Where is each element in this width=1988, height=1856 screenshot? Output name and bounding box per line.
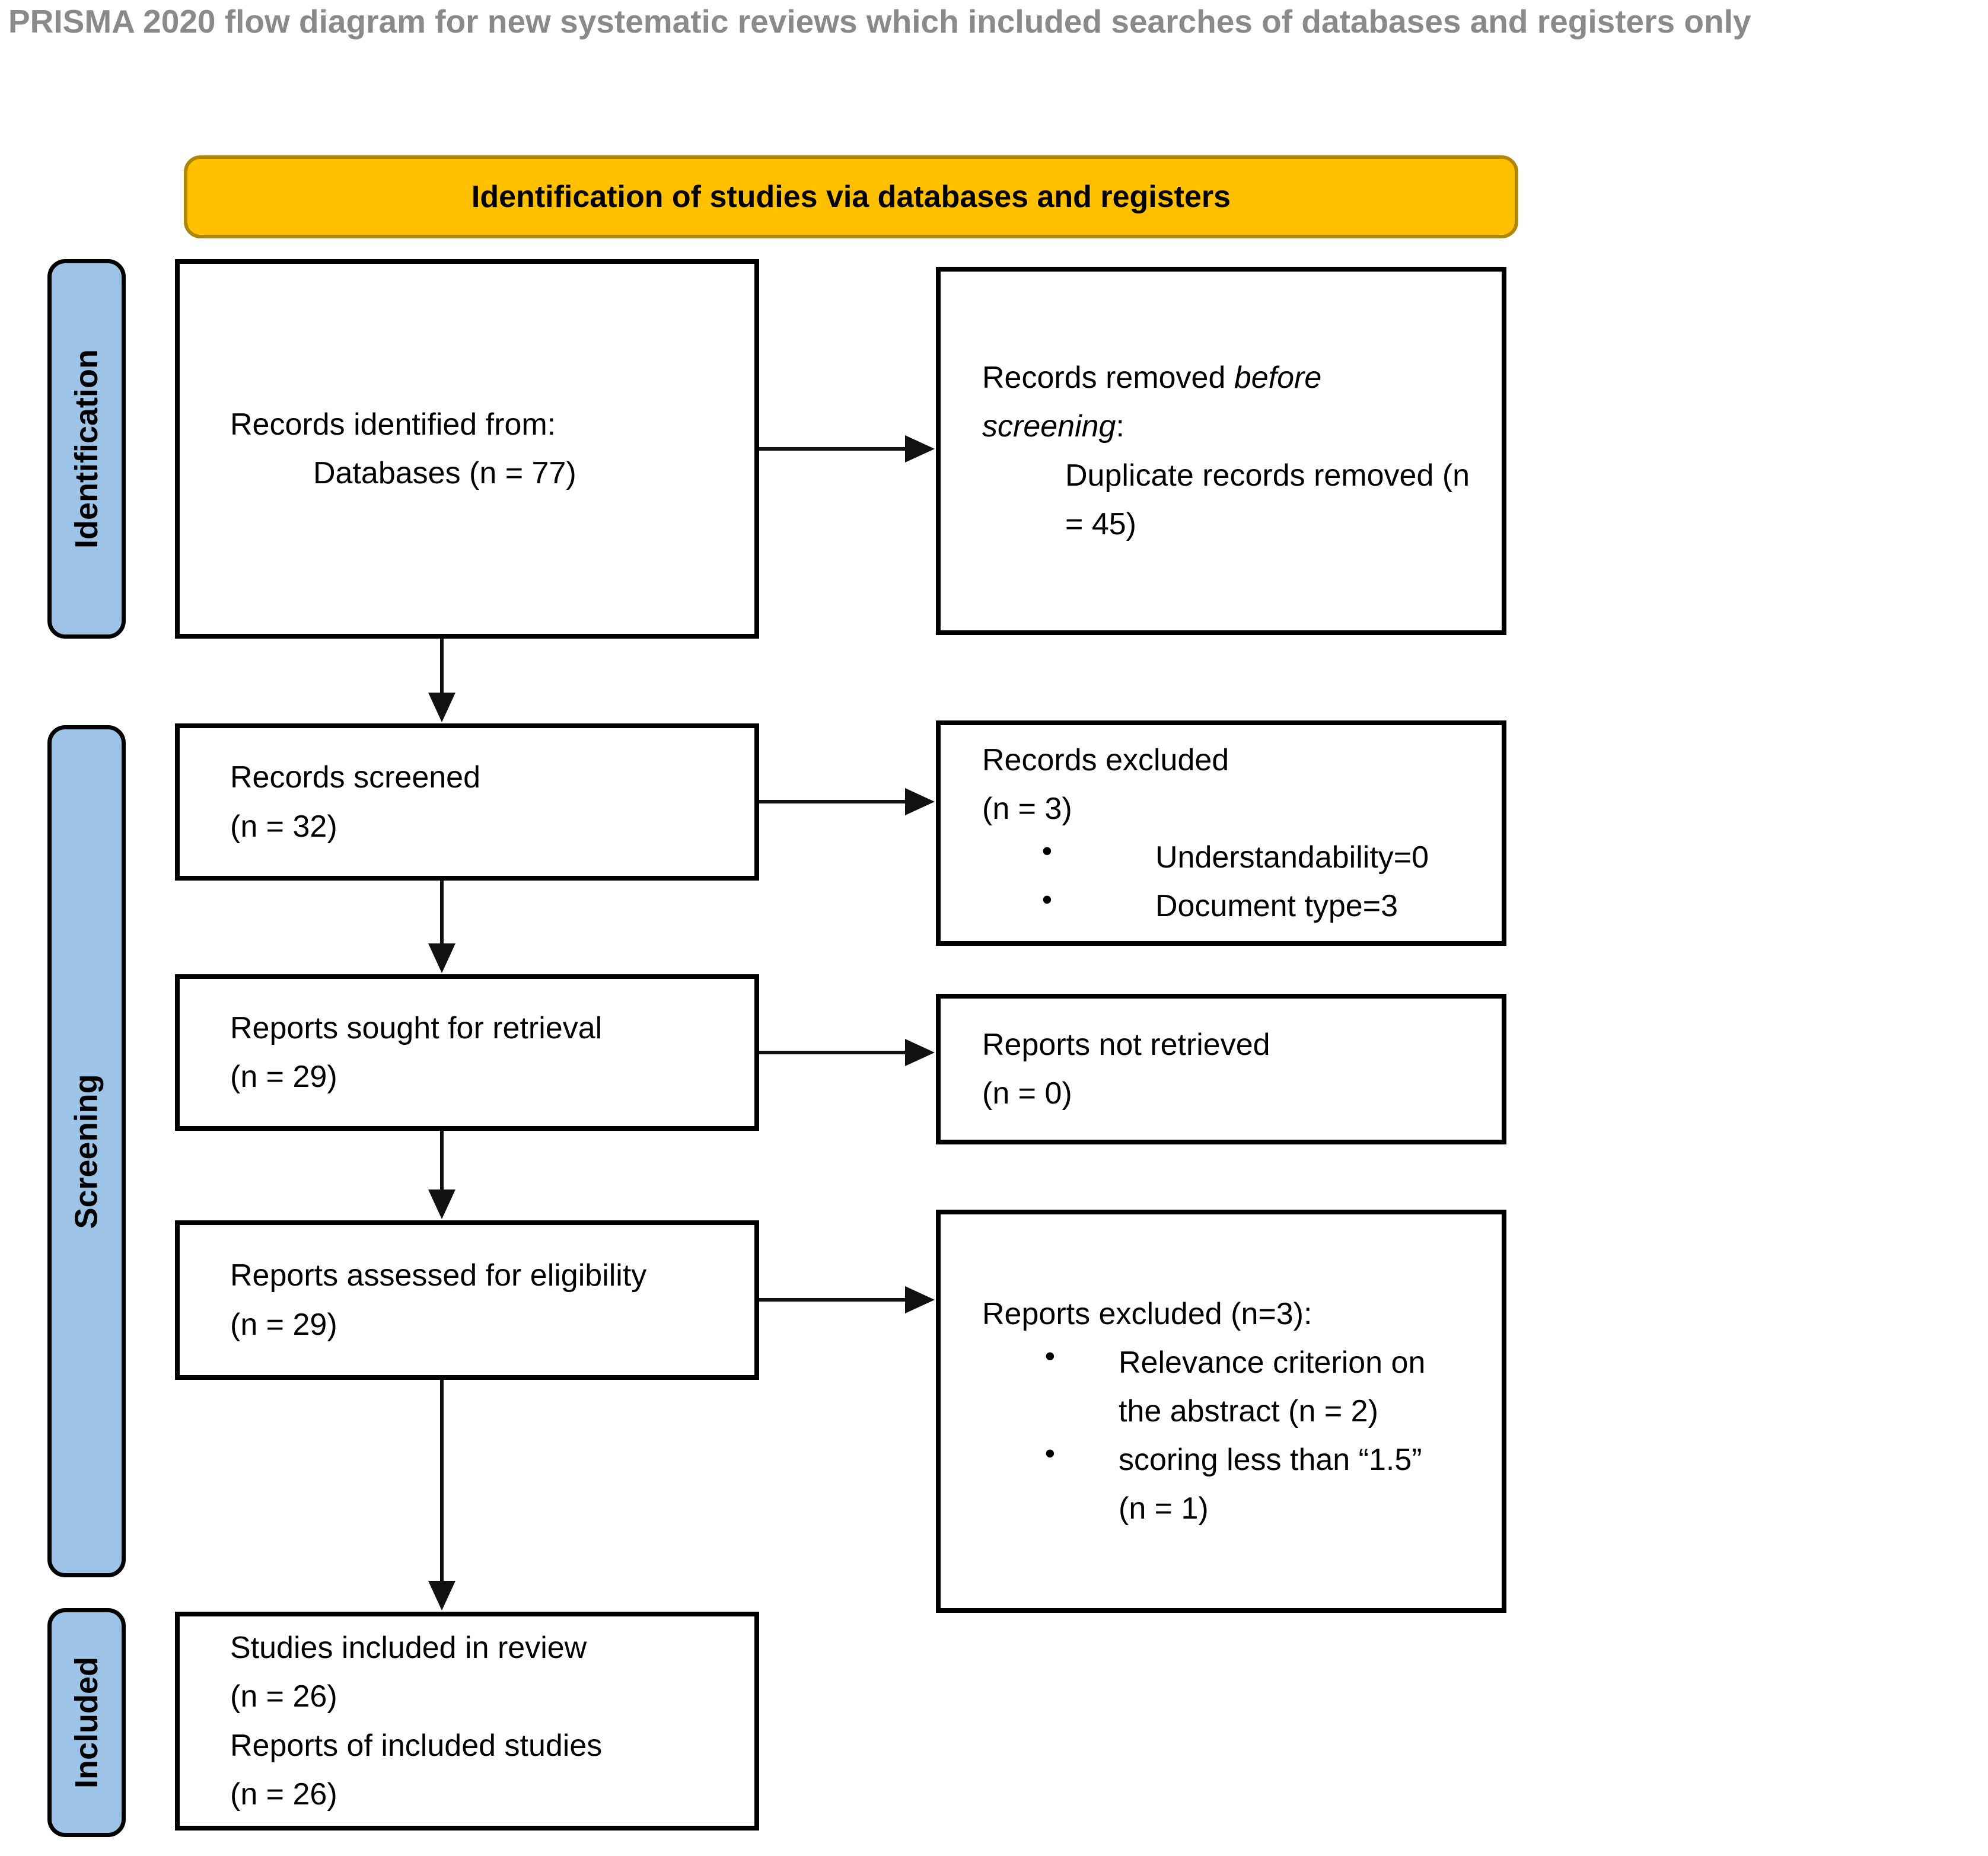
box-reports-sought: Reports sought for retrieval (n = 29) <box>175 974 759 1131</box>
records-excluded-reasons: Understandability=0 Document type=3 <box>982 833 1485 930</box>
reports-sought-line1: Reports sought for retrieval <box>230 1010 603 1045</box>
records-removed-line2: screening: <box>982 409 1124 444</box>
stage-identification: Identification <box>47 259 126 639</box>
box-records-excluded: Records excluded (n = 3) Understandabili… <box>936 720 1506 946</box>
records-excluded-reason-1: Understandability=0 <box>982 833 1485 882</box>
studies-included-line3: Reports of included studies <box>230 1728 603 1763</box>
reports-assessed-line1: Reports assessed for eligibility <box>230 1258 647 1293</box>
records-screened-line1: Records screened <box>230 760 480 795</box>
stage-screening-label: Screening <box>69 1073 104 1229</box>
arrow-assessed-to-reports-excluded <box>759 1286 935 1313</box>
arrow-screened-to-sought <box>428 881 455 973</box>
records-identified-line2: Databases (n = 77) <box>313 456 576 490</box>
reports-not-retrieved-line1: Reports not retrieved <box>982 1027 1270 1062</box>
reports-excluded-reasons: Relevance criterion on the abstract (n =… <box>982 1338 1485 1533</box>
box-records-removed: Records removed before screening: Duplic… <box>936 267 1506 635</box>
records-excluded-line1: Records excluded <box>982 742 1229 777</box>
arrow-screened-to-excluded <box>759 788 935 815</box>
reports-sought-line2: (n = 29) <box>230 1060 337 1094</box>
stage-included: Included <box>47 1608 126 1837</box>
box-reports-not-retrieved: Reports not retrieved (n = 0) <box>936 994 1506 1144</box>
reports-not-retrieved-line2: (n = 0) <box>982 1076 1072 1111</box>
records-screened-line2: (n = 32) <box>230 809 337 844</box>
studies-included-line1: Studies included in review <box>230 1631 587 1666</box>
studies-included-line4: (n = 26) <box>230 1777 337 1812</box>
box-records-identified: Records identified from: Databases (n = … <box>175 259 759 639</box>
records-removed-line1: Records removed before <box>982 361 1322 396</box>
records-identified-line1: Records identified from: <box>230 407 556 442</box>
studies-included-line2: (n = 26) <box>230 1679 337 1714</box>
page-title: PRISMA 2020 flow diagram for new systema… <box>8 3 1751 40</box>
arrow-sought-to-not-retrieved <box>759 1039 935 1066</box>
records-removed-duplicates: Duplicate records removed (n = 45) <box>1065 458 1470 541</box>
reports-excluded-reason-2: scoring less than “1.5” (n = 1) <box>982 1436 1485 1533</box>
arrow-assessed-to-included <box>428 1380 455 1611</box>
stage-included-label: Included <box>69 1656 105 1789</box>
box-reports-assessed: Reports assessed for eligibility (n = 29… <box>175 1220 759 1380</box>
reports-assessed-line2: (n = 29) <box>230 1307 337 1342</box>
box-studies-included: Studies included in review (n = 26) Repo… <box>175 1612 759 1831</box>
records-excluded-line2: (n = 3) <box>982 791 1072 826</box>
box-records-screened: Records screened (n = 32) <box>175 723 759 881</box>
arrow-identified-to-removed <box>759 435 935 463</box>
arrow-identified-to-screened <box>428 639 455 722</box>
box-reports-excluded: Reports excluded (n=3): Relevance criter… <box>936 1210 1506 1613</box>
stage-screening: Screening <box>47 725 126 1577</box>
arrow-sought-to-assessed <box>428 1131 455 1219</box>
identification-banner: Identification of studies via databases … <box>184 155 1518 238</box>
banner-label: Identification of studies via databases … <box>471 180 1231 214</box>
reports-excluded-line1: Reports excluded (n=3): <box>982 1296 1312 1331</box>
records-excluded-reason-2: Document type=3 <box>982 882 1485 930</box>
reports-excluded-reason-1: Relevance criterion on the abstract (n =… <box>982 1338 1485 1436</box>
stage-identification-label: Identification <box>69 349 104 548</box>
